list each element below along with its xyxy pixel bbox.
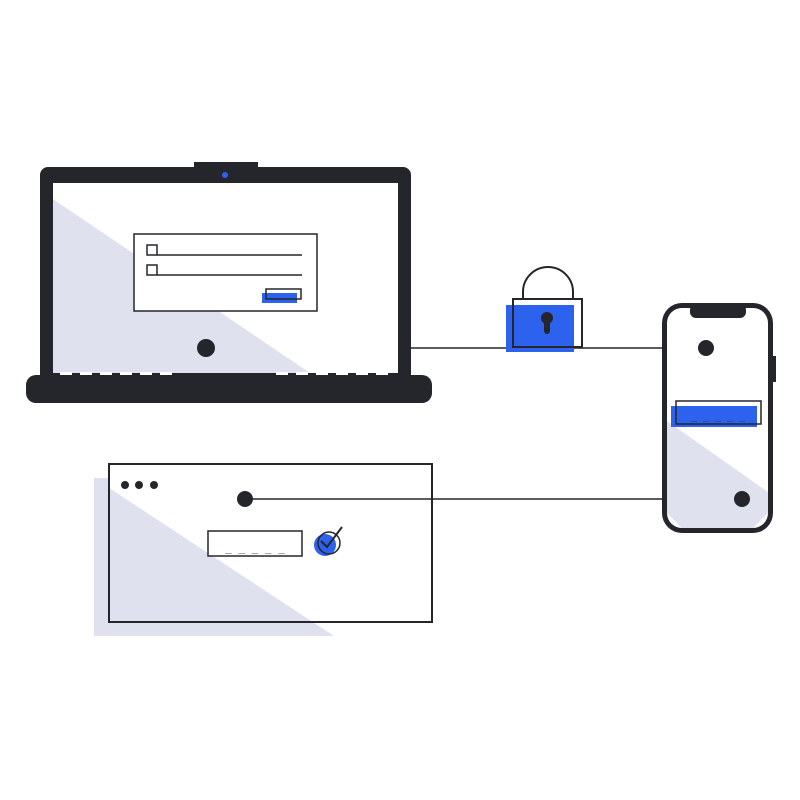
window-dot-icon[interactable] — [150, 481, 158, 489]
keyhole-slot — [544, 320, 550, 334]
laptop-keyboard — [60, 372, 388, 375]
key — [140, 372, 152, 375]
browser-code-field-outline — [207, 530, 303, 557]
check-circle-icon — [314, 526, 343, 556]
phone-bottom-connector-dot — [734, 491, 750, 507]
key — [100, 372, 112, 375]
keyhole-icon — [541, 312, 553, 324]
key — [60, 372, 72, 375]
phone: _ _ _ _ _ — [662, 303, 776, 533]
key — [80, 372, 92, 375]
phone-code-text: _ _ _ _ _ — [691, 411, 746, 422]
phone-code-field-outline — [675, 400, 762, 425]
phone-code-field-fill — [671, 406, 757, 427]
laptop-base — [26, 375, 432, 403]
phone-side-button — [771, 356, 776, 382]
key — [296, 372, 308, 375]
window-dot-icon[interactable] — [135, 481, 143, 489]
submit-button-fill — [262, 293, 297, 303]
window-dot-icon[interactable] — [121, 481, 129, 489]
browser-window-frame — [108, 463, 433, 623]
phone-top-connector-dot — [698, 340, 714, 356]
checkbox-2[interactable] — [146, 264, 158, 276]
key — [120, 372, 132, 375]
camera-icon — [222, 172, 228, 178]
lock-icon — [506, 266, 583, 352]
checkbox-1[interactable] — [146, 244, 158, 256]
login-form — [133, 233, 318, 312]
browser-code-field[interactable]: _ _ _ _ _ — [207, 530, 303, 557]
check-mark-icon — [320, 526, 343, 549]
browser-connector-dot — [237, 491, 253, 507]
check-circle-outline — [317, 531, 341, 555]
submit-button[interactable] — [265, 288, 302, 300]
lock-body-outline — [512, 298, 583, 348]
lock-body-fill — [506, 305, 574, 352]
laptop — [26, 162, 432, 403]
phone-code-field[interactable]: _ _ _ _ _ — [671, 400, 762, 427]
laptop-camera-bar — [194, 162, 258, 170]
browser-window-shadow — [94, 478, 334, 636]
lock-shackle — [522, 266, 574, 300]
key — [336, 372, 348, 375]
key — [376, 372, 388, 375]
key — [316, 372, 328, 375]
key — [276, 372, 288, 375]
key — [160, 372, 172, 375]
window-controls — [121, 481, 158, 489]
phone-notch — [690, 304, 746, 318]
laptop-connector-dot — [197, 339, 215, 357]
browser-window: _ _ _ _ _ — [94, 463, 433, 636]
key — [356, 372, 368, 375]
browser-code-text: _ _ _ _ _ — [225, 541, 285, 554]
